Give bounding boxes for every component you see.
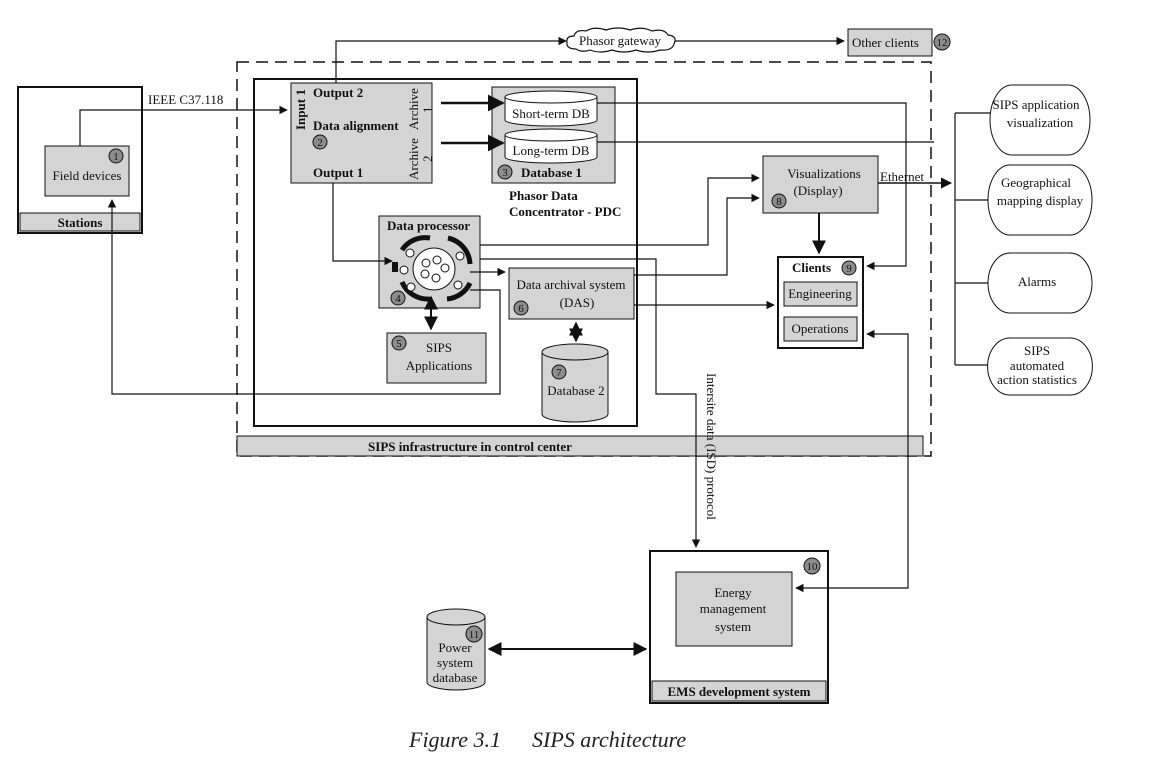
ems-development-label-bar bbox=[651, 680, 827, 702]
power-system-database-cylinder bbox=[426, 608, 486, 691]
output2-label: Output 2 bbox=[313, 85, 363, 100]
ems-label-1: Energy bbox=[714, 585, 752, 600]
short-term-db-clients-connector bbox=[597, 102, 907, 271]
ethernet-label: Ethernet bbox=[880, 169, 924, 184]
badge-5-icon bbox=[391, 335, 407, 351]
das-visualizations-connector bbox=[634, 193, 760, 276]
sips-app-visualization-label-1: SIPS application bbox=[992, 97, 1080, 112]
output2-gateway-connector bbox=[335, 36, 567, 83]
other-clients-box bbox=[847, 28, 933, 57]
sips-app-visualization-label-2: visualization bbox=[1007, 115, 1074, 130]
output1-processor-connector bbox=[332, 183, 393, 266]
power-system-database-label-3: database bbox=[433, 670, 478, 685]
power-system-database-label-1: Power bbox=[438, 640, 472, 655]
badge-12-number: 12 bbox=[937, 37, 948, 49]
figure-number: Figure 3.1 bbox=[408, 727, 501, 752]
short-term-db-cylinder bbox=[504, 90, 598, 127]
visualizations-label-1: Visualizations bbox=[787, 166, 861, 181]
badge-12-icon bbox=[933, 33, 951, 51]
badge-4-icon bbox=[390, 290, 406, 306]
long-term-db-label: Long-term DB bbox=[513, 143, 590, 158]
das-box bbox=[508, 267, 635, 320]
isd-protocol-label: Intersite data (ISD) protocol bbox=[704, 373, 719, 520]
pdc-label-line1: Phasor Data bbox=[509, 188, 578, 203]
badge-8-icon bbox=[771, 193, 787, 209]
stations-label-bar bbox=[19, 212, 141, 232]
geographical-mapping-label-2: mapping display bbox=[997, 193, 1084, 208]
badge-3-number: 3 bbox=[502, 167, 508, 179]
engineering-box bbox=[783, 281, 858, 307]
alarms-label: Alarms bbox=[1018, 274, 1056, 289]
isd-ems-connector bbox=[480, 258, 701, 548]
short-term-db-label: Short-term DB bbox=[512, 106, 590, 121]
output1-label: Output 1 bbox=[313, 165, 363, 180]
sips-infrastructure-label-bar bbox=[236, 435, 924, 457]
input1-label: Input 1 bbox=[293, 89, 308, 130]
ems-development-label: EMS development system bbox=[668, 684, 811, 699]
power-system-database-label-2: system bbox=[437, 655, 473, 670]
operations-label: Operations bbox=[791, 321, 848, 336]
badge-8-number: 8 bbox=[776, 196, 782, 208]
data-alignment-box bbox=[290, 82, 433, 184]
sips-action-statistics-label-1: SIPS bbox=[1024, 343, 1050, 358]
badge-6-number: 6 bbox=[518, 303, 524, 315]
badge-3-icon bbox=[497, 164, 513, 180]
ieee-label: IEEE C37.118 bbox=[148, 92, 223, 107]
data-alignment-label: Data alignment bbox=[313, 118, 399, 133]
geographical-mapping-label-1: Geographical bbox=[1001, 175, 1071, 190]
sips-applications-label-2: Applications bbox=[406, 358, 472, 373]
das-label-2: (DAS) bbox=[560, 295, 595, 310]
ems-label-3: system bbox=[715, 619, 751, 634]
figure-title: SIPS architecture bbox=[532, 727, 686, 752]
badge-4-number: 4 bbox=[395, 293, 401, 305]
database2-label: Database 2 bbox=[547, 383, 604, 398]
database1-label: Database 1 bbox=[521, 165, 582, 180]
field-devices-label: Field devices bbox=[53, 168, 122, 183]
badge-2-number: 2 bbox=[317, 137, 323, 149]
control-center-box bbox=[253, 78, 638, 427]
archive1-label-a: Archive bbox=[406, 88, 421, 130]
sips-infrastructure-label: SIPS infrastructure in control center bbox=[368, 439, 572, 454]
other-clients-label: Other clients bbox=[852, 35, 919, 50]
processor-visualizations-connector bbox=[480, 173, 760, 246]
clients-ems-connector bbox=[795, 329, 909, 593]
badge-5-number: 5 bbox=[396, 338, 402, 350]
sips-action-statistics-label-3: action statistics bbox=[997, 372, 1077, 387]
badge-11-icon bbox=[465, 625, 483, 643]
ieee-c37118-connector bbox=[79, 105, 288, 146]
badge-11-number: 11 bbox=[469, 629, 480, 641]
archive1-label-b: 1 bbox=[420, 107, 435, 114]
sips-action-statistics-bubble bbox=[987, 337, 1093, 396]
badge-9-number: 9 bbox=[846, 263, 852, 275]
stations-label: Stations bbox=[58, 215, 103, 230]
visualizations-label-2: (Display) bbox=[793, 183, 842, 198]
geographical-mapping-bubble bbox=[987, 164, 1093, 236]
clients-label: Clients bbox=[792, 260, 831, 275]
das-label-1: Data archival system bbox=[516, 277, 625, 292]
ems-box bbox=[675, 571, 793, 647]
ems-label-2: management bbox=[700, 601, 767, 616]
phasor-gateway-cloud bbox=[566, 27, 676, 53]
archive2-label-b: 2 bbox=[420, 156, 435, 163]
sips-action-statistics-label-2: automated bbox=[1010, 358, 1065, 373]
long-term-db-cylinder bbox=[504, 128, 598, 164]
badge-10-number: 10 bbox=[807, 561, 819, 573]
badge-1-icon bbox=[108, 148, 124, 164]
badge-7-icon bbox=[551, 364, 567, 380]
sips-app-visualization-bubble bbox=[989, 84, 1091, 156]
data-processor-label: Data processor bbox=[387, 218, 470, 233]
badge-2-icon bbox=[312, 134, 328, 150]
engineering-label: Engineering bbox=[788, 286, 852, 301]
badge-6-icon bbox=[513, 300, 529, 316]
sips-applications-label-1: SIPS bbox=[426, 340, 452, 355]
badge-7-number: 7 bbox=[556, 367, 562, 379]
feedback-field-devices-connector bbox=[107, 199, 501, 395]
pdc-label-line2: Concentrator - PDC bbox=[509, 204, 621, 219]
archive2-label-a: Archive bbox=[406, 138, 421, 180]
phasor-gateway-label: Phasor gateway bbox=[579, 33, 661, 48]
badge-9-icon bbox=[841, 260, 857, 276]
alarms-bubble bbox=[987, 252, 1093, 314]
badge-1-number: 1 bbox=[113, 151, 119, 163]
